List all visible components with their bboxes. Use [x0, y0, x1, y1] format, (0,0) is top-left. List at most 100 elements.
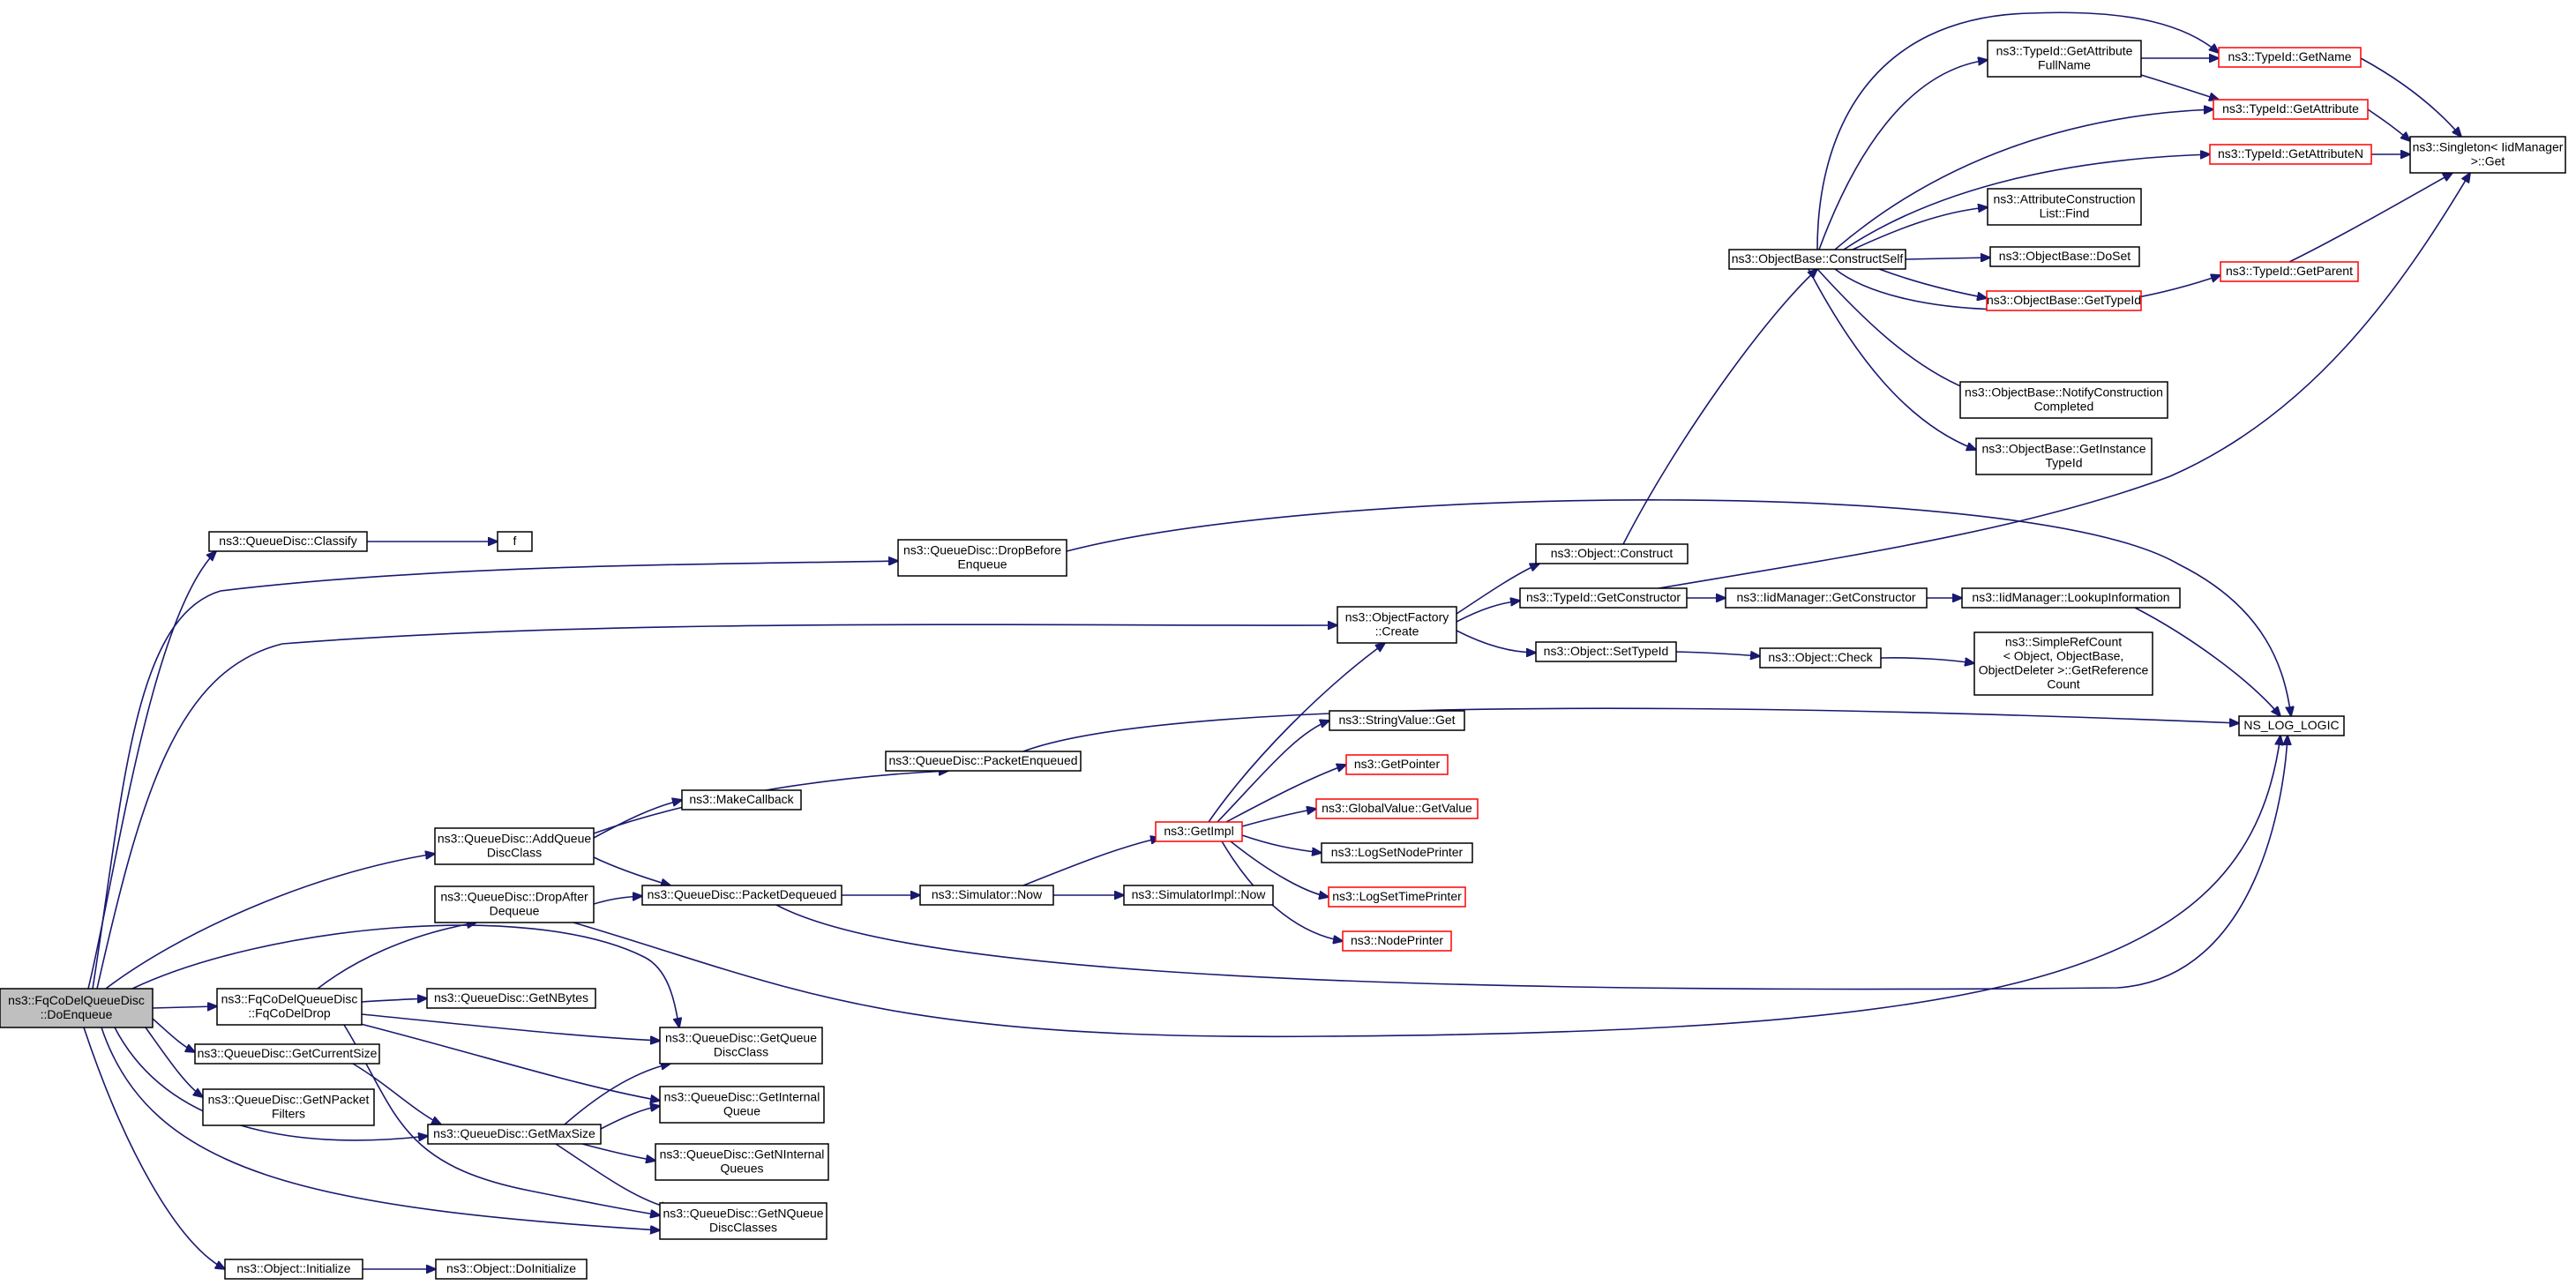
- edge-root-to-getNPacketFilters: [145, 1027, 203, 1097]
- node-getName[interactable]: ns3::TypeId::GetName: [2218, 47, 2362, 68]
- edge-constructSelf-to-getAttributeFullName: [1818, 60, 1988, 250]
- node-stringValueGet[interactable]: ns3::StringValue::Get: [1329, 710, 1465, 731]
- edge-getImpl-to-logSetTimePrinter: [1230, 840, 1329, 897]
- node-makeCallback[interactable]: ns3::MakeCallback: [681, 789, 802, 811]
- node-doSet[interactable]: ns3::ObjectBase::DoSet: [1989, 246, 2140, 267]
- edge-root-to-getQueueDiscClass: [131, 924, 679, 1027]
- node-label-line: ns3::MakeCallback: [689, 792, 794, 806]
- node-label-line: >::Get: [2471, 154, 2505, 168]
- node-box: [655, 1143, 829, 1181]
- node-fqCoDelDrop[interactable]: ns3::FqCoDelQueueDisc::FqCoDelDrop: [216, 988, 363, 1026]
- node-getMaxSize[interactable]: ns3::QueueDisc::GetMaxSize: [427, 1124, 602, 1145]
- node-box: [1725, 587, 1928, 609]
- node-label-line: ns3::QueueDisc::GetNQueue: [663, 1207, 823, 1221]
- node-box: [1315, 798, 1479, 819]
- node-iidGetConstructor[interactable]: ns3::IidManager::GetConstructor: [1725, 587, 1928, 609]
- edge-objectConstruct-to-constructSelf: [1622, 269, 1817, 545]
- node-box: [919, 885, 1054, 906]
- node-logSetTimePrinter[interactable]: ns3::LogSetTimePrinter: [1328, 886, 1466, 908]
- node-objectFactoryCreate[interactable]: ns3::ObjectFactory::Create: [1337, 606, 1457, 644]
- node-notifyConstructionCompleted[interactable]: ns3::ObjectBase::NotifyConstructionCompl…: [1959, 381, 2168, 419]
- node-box: [2218, 47, 2362, 68]
- node-box: [641, 885, 842, 906]
- node-constructSelf[interactable]: ns3::ObjectBase::ConstructSelf: [1728, 249, 1906, 270]
- node-getPointer[interactable]: ns3::GetPointer: [1345, 754, 1449, 775]
- node-nodePrinter[interactable]: ns3::NodePrinter: [1342, 930, 1452, 952]
- node-label-line: ns3::QueueDisc::PacketDequeued: [648, 887, 837, 901]
- node-box: [1519, 587, 1688, 609]
- node-label-line: ns3::QueueDisc::DropBefore: [903, 543, 1061, 557]
- node-objectInitialize[interactable]: ns3::Object::Initialize: [224, 1259, 363, 1280]
- edge-getImpl-to-nodePrinter: [1221, 840, 1343, 941]
- node-label-line: ns3::ObjectBase::ConstructSelf: [1732, 251, 1904, 265]
- node-label-line: ns3::Simulator::Now: [932, 887, 1043, 901]
- node-f[interactable]: f: [497, 531, 533, 552]
- node-packetEnqueued[interactable]: ns3::QueueDisc::PacketEnqueued: [885, 751, 1082, 772]
- node-lookupInformation[interactable]: ns3::IidManager::LookupInformation: [1961, 587, 2181, 609]
- node-label-line: ns3::QueueDisc::GetNPacket: [208, 1093, 370, 1107]
- node-globalValueGetValue[interactable]: ns3::GlobalValue::GetValue: [1315, 798, 1479, 819]
- edge-root-to-fqCoDelDrop: [152, 1006, 217, 1008]
- edge-constructSelf-to-getAttributeN: [1843, 154, 2210, 250]
- edge-getImpl-to-getPointer: [1225, 765, 1346, 823]
- node-doInitialize[interactable]: ns3::Object::DoInitialize: [435, 1259, 588, 1280]
- node-nsLogLogic[interactable]: NS_LOG_LOGIC: [2238, 715, 2345, 736]
- node-box: [1321, 842, 1473, 863]
- node-typeIdGetConstructor[interactable]: ns3::TypeId::GetConstructor: [1519, 587, 1688, 609]
- node-box: [426, 988, 596, 1009]
- node-box: [216, 988, 363, 1026]
- node-objectConstruct[interactable]: ns3::Object::Construct: [1535, 543, 1689, 564]
- edge-getImpl-to-globalValueGetValue: [1241, 809, 1316, 827]
- node-simulatorImplNow[interactable]: ns3::SimulatorImpl::Now: [1123, 885, 1274, 906]
- node-box: [1975, 437, 2153, 475]
- edge-fqCoDelDrop-to-getQueueDiscClass: [361, 1013, 660, 1041]
- edge-root-to-getMaxSize: [114, 1027, 428, 1140]
- node-getImpl[interactable]: ns3::GetImpl: [1155, 821, 1243, 842]
- node-getNBytes[interactable]: ns3::QueueDisc::GetNBytes: [426, 988, 596, 1009]
- node-root[interactable]: ns3::FqCoDelQueueDisc::DoEnqueue: [0, 988, 154, 1028]
- node-getReferenceCount[interactable]: ns3::SimpleRefCount< Object, ObjectBase,…: [1973, 631, 2153, 696]
- node-getParent[interactable]: ns3::TypeId::GetParent: [2220, 261, 2359, 282]
- node-box: [202, 1088, 375, 1126]
- edge-constructSelf-to-doSet: [1905, 258, 1990, 259]
- node-classify[interactable]: ns3::QueueDisc::Classify: [208, 531, 368, 552]
- edge-objectFactoryCreate-to-objectConstruct: [1456, 564, 1539, 615]
- node-getAttribute[interactable]: ns3::TypeId::GetAttribute: [2213, 99, 2369, 120]
- node-packetDequeued[interactable]: ns3::QueueDisc::PacketDequeued: [641, 885, 842, 906]
- node-setTypeId[interactable]: ns3::Object::SetTypeId: [1535, 641, 1677, 662]
- edge-getImpl-to-objectFactoryCreate: [1208, 643, 1385, 823]
- node-getCurrentSize[interactable]: ns3::QueueDisc::GetCurrentSize: [194, 1043, 380, 1065]
- node-label-line: ns3::TypeId::GetName: [2228, 49, 2351, 64]
- node-simulatorNow[interactable]: ns3::Simulator::Now: [919, 885, 1054, 906]
- node-label-line: ObjectDeleter >::GetReference: [1979, 663, 2149, 677]
- edge-constructSelf-to-acListFind: [1852, 207, 1988, 250]
- node-box: [1987, 40, 2142, 78]
- node-getAttributeN[interactable]: ns3::TypeId::GetAttributeN: [2209, 144, 2372, 165]
- node-box: [497, 531, 533, 552]
- node-box: [1961, 587, 2181, 609]
- edge-getCurrentSize-to-getMaxSize: [352, 1063, 441, 1124]
- node-label-line: ::FqCoDelDrop: [248, 1006, 331, 1020]
- node-label-line: ns3::FqCoDelQueueDisc: [8, 993, 145, 1007]
- node-label-line: ns3::QueueDisc::GetMaxSize: [433, 1126, 595, 1140]
- node-obGetTypeId[interactable]: ns3::ObjectBase::GetTypeId: [1986, 290, 2142, 311]
- node-box: [434, 885, 595, 923]
- node-label-line: NS_LOG_LOGIC: [2243, 718, 2339, 732]
- node-singletonGet[interactable]: ns3::Singleton< IidManager>::Get: [2409, 136, 2566, 174]
- node-box: [659, 1027, 823, 1065]
- node-label-line: DiscClass: [714, 1045, 768, 1059]
- node-box: [434, 827, 595, 865]
- node-objectCheck[interactable]: ns3::Object::Check: [1759, 647, 1882, 669]
- node-logSetNodePrinter[interactable]: ns3::LogSetNodePrinter: [1321, 842, 1473, 863]
